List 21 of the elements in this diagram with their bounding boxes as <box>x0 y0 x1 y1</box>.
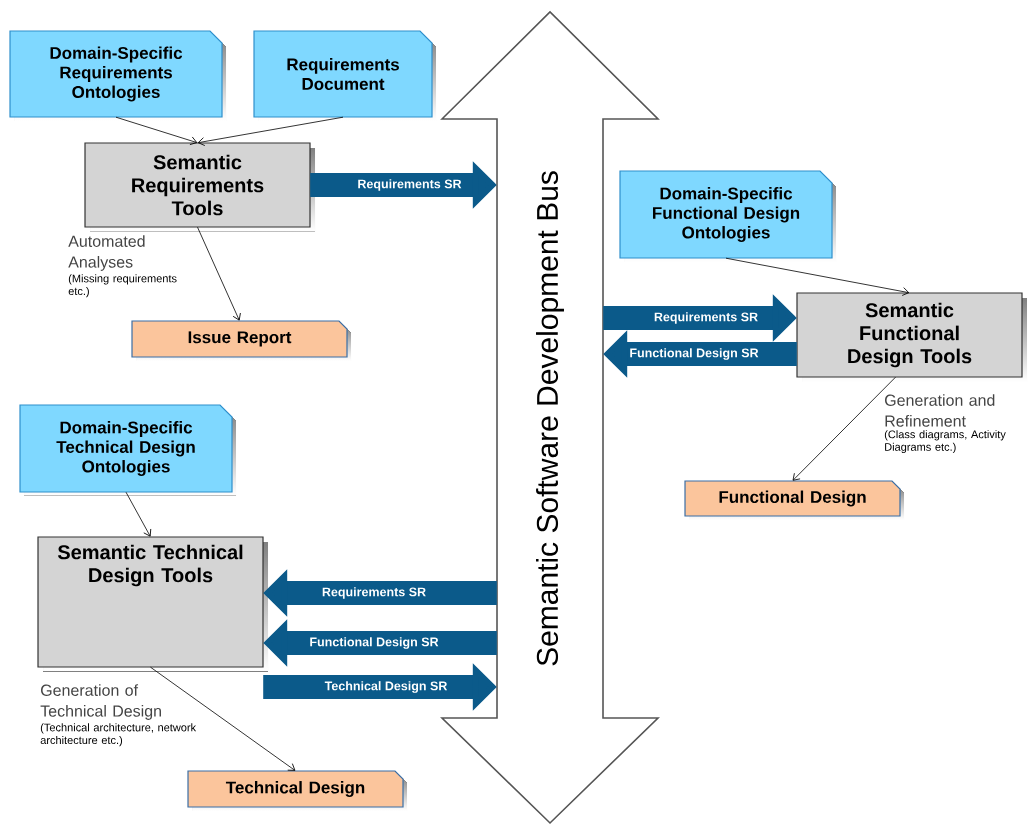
note-text: (Missing requirements etc.) <box>68 274 177 298</box>
arrow <box>792 376 896 481</box>
annotation-text: Automated Analyses <box>68 235 145 271</box>
tool-box: Semantic Requirements Tools <box>84 142 315 232</box>
edge-label: Functional Design SR <box>310 637 439 649</box>
output-document: Functional Design <box>684 480 904 520</box>
note-text: (Class diagrams, Activity Diagrams etc.) <box>884 430 1006 454</box>
arrow <box>115 116 198 145</box>
output-document: Technical Design <box>187 770 407 811</box>
arrow <box>725 257 910 296</box>
edge-label: Requirements SR <box>322 587 426 599</box>
arrow <box>125 491 152 537</box>
arrow <box>197 116 344 146</box>
annotation-text: Generation and Refinement <box>885 394 995 427</box>
annotation-text: Generation of Technical Design <box>40 684 161 720</box>
note-text: (Technical architecture, network architecture etc.) <box>40 723 197 747</box>
tool-box: Semantic Technical Design Tools <box>37 536 268 672</box>
arrow <box>150 666 296 771</box>
tool-box: Semantic Functional Design Tools <box>796 292 1027 382</box>
arrow <box>197 226 241 321</box>
output-document: Issue Report <box>131 320 351 361</box>
